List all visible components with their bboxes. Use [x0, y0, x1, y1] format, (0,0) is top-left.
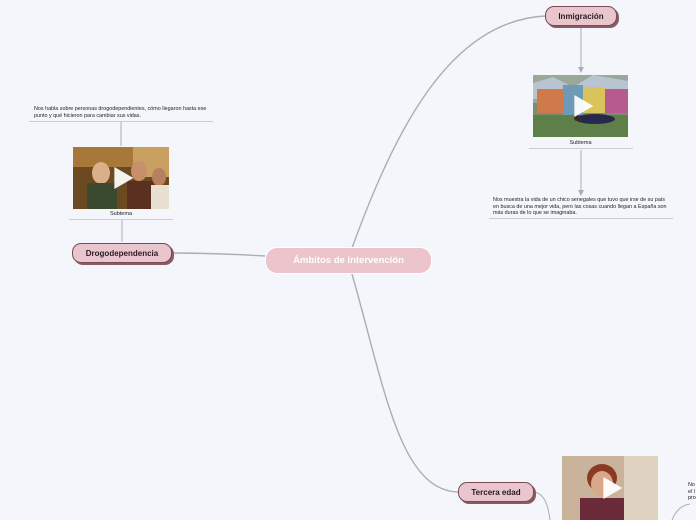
branch-drogodependencia[interactable]: Drogodependencia	[72, 243, 172, 263]
branch-inmigracion-label: Inmigración	[558, 11, 604, 21]
link-tercera-video	[534, 491, 551, 520]
note-line: No	[688, 482, 695, 488]
note-line: el l	[688, 488, 695, 495]
video-thumbnail-drogodependencia[interactable]	[73, 147, 169, 209]
play-icon	[114, 167, 134, 189]
play-icon	[573, 95, 593, 117]
link-tercera-note	[671, 503, 691, 520]
central-topic-label: Ámbitos de intervención	[293, 255, 404, 266]
play-icon	[603, 477, 623, 499]
note-inmigracion[interactable]: Nos muestra la vida de un chico senegale…	[493, 197, 667, 217]
branch-tercera-edad[interactable]: Tercera edad	[458, 482, 534, 502]
link-central-inmigracion	[351, 15, 547, 249]
note-underline	[29, 121, 213, 122]
branch-tercera-edad-label: Tercera edad	[471, 487, 521, 497]
central-topic[interactable]: Ámbitos de intervención	[265, 247, 432, 274]
caption-underline	[69, 219, 173, 220]
video-thumbnail-inmigracion[interactable]	[533, 75, 628, 137]
link-central-tercera-edad	[351, 273, 459, 493]
note-underline	[489, 218, 673, 219]
branch-inmigracion[interactable]: Inmigración	[545, 6, 617, 26]
note-line: pro	[688, 495, 696, 502]
video-caption-inmigracion: Subtema	[569, 140, 592, 146]
note-tercera-edad[interactable]: No el l pro	[688, 482, 696, 502]
video-caption-drogodependencia: Subtema	[109, 211, 132, 217]
note-drogodependencia[interactable]: Nos habla sobre personas drogodependient…	[34, 106, 207, 119]
link-central-drogodependencia	[171, 252, 266, 257]
caption-underline	[529, 148, 633, 149]
video-thumbnail-tercera-edad[interactable]	[562, 456, 658, 520]
branch-drogodependencia-label: Drogodependencia	[85, 248, 159, 258]
